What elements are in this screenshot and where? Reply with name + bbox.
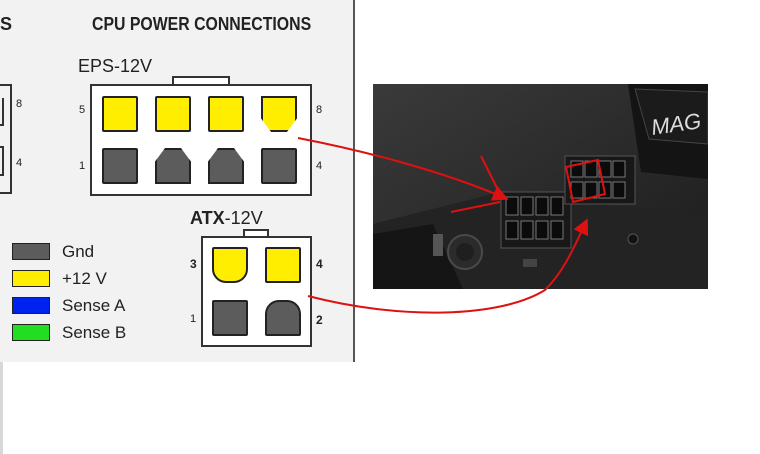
left-connector-pin-fragment — [0, 146, 4, 176]
atx-pin-4-12v — [265, 247, 301, 283]
left-fragment-pin-number: 4 — [16, 157, 23, 169]
atx-label-rest: -12V — [224, 208, 263, 228]
eps-pin-2-gnd — [155, 148, 191, 184]
legend-swatch-sense-b — [12, 324, 50, 341]
photo-highlight-box — [564, 158, 607, 204]
eps-pin-6-12v — [155, 96, 191, 132]
cpu-power-diagram-panel: S CPU POWER CONNECTIONS 8 4 EPS-12V 5 8 … — [0, 0, 355, 362]
eps-pin-number: 4 — [316, 160, 323, 172]
atx-connector — [201, 236, 312, 347]
legend-label-gnd: Gnd — [62, 242, 95, 261]
atx-pin-number: 1 — [190, 313, 197, 325]
eps-pin-number: 8 — [316, 104, 323, 116]
atx-pin-2-gnd — [265, 300, 301, 336]
atx-pin-3-12v — [212, 247, 248, 283]
diagram-title: CPU POWER CONNECTIONS — [92, 14, 312, 34]
legend-swatch-sense-a — [12, 297, 50, 314]
eps-pin-4-gnd — [261, 148, 297, 184]
atx-pin-1-gnd — [212, 300, 248, 336]
eps-pin-7-12v — [208, 96, 244, 132]
eps-connector-label: EPS-12V — [78, 56, 153, 76]
left-connector-pin-fragment — [0, 98, 4, 126]
atx-pin-number: 2 — [316, 313, 323, 327]
motherboard-photo-drawing: MAG — [373, 84, 708, 289]
legend-swatch-gnd — [12, 243, 50, 260]
legend-swatch-12v — [12, 270, 50, 287]
left-fragment-pin-number: 8 — [16, 98, 23, 110]
eps-pin-5-12v — [102, 96, 138, 132]
atx-latch-tab — [243, 229, 269, 238]
atx-pin-number: 3 — [190, 257, 197, 271]
atx-connector-label: ATX-12V — [190, 208, 263, 229]
eps-latch-tab — [172, 76, 230, 86]
eps-pin-8-12v — [261, 96, 297, 132]
legend-label-sense-a: Sense A — [62, 296, 126, 315]
eps-connector — [90, 84, 312, 196]
eps-pin-1-gnd — [102, 148, 138, 184]
left-connector-fragment — [0, 84, 12, 194]
legend-label-sense-b: Sense B — [62, 323, 127, 342]
bottom-left-edge — [0, 362, 3, 454]
legend-label-12v: +12 V — [62, 269, 107, 288]
eps-pin-number: 5 — [79, 104, 86, 116]
motherboard-photo: MAG — [373, 84, 708, 289]
eps-pin-number: 1 — [79, 160, 86, 172]
photo-atx-pins — [570, 160, 626, 199]
atx-pin-number: 4 — [316, 257, 323, 271]
eps-pin-3-gnd — [208, 148, 244, 184]
cut-heading-fragment: S — [0, 14, 13, 34]
atx-label-bold: ATX — [190, 208, 225, 228]
